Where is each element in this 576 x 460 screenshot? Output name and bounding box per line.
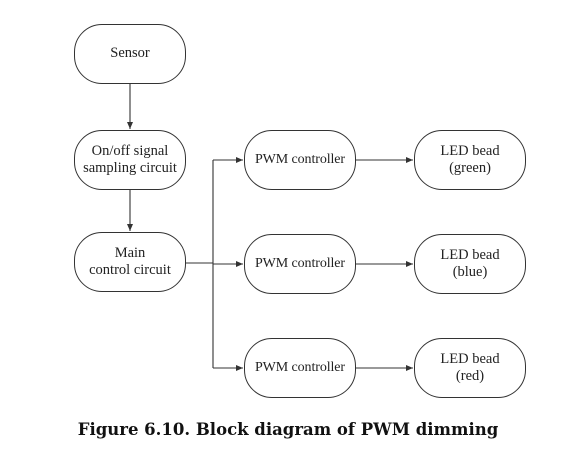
pwm-controller-label-3: PWM controller (255, 359, 345, 375)
figure-caption: Figure 6.10. Block diagram of PWM dimmin… (77, 420, 499, 439)
pwm-controller-node-1: PWM controller (244, 130, 356, 190)
onoff-label-line-1: On/off signal (91, 142, 169, 159)
main-control-node: Main control circuit (74, 232, 186, 292)
onoff-sampling-node: On/off signal sampling circuit (74, 130, 186, 190)
led-bead-green-node: LED bead (green) (414, 130, 526, 190)
led-red-label-line-1: LED bead (440, 350, 500, 367)
pwm-controller-node-3: PWM controller (244, 338, 356, 398)
sensor-node: Sensor (74, 24, 186, 84)
main-label-line-1: Main (114, 244, 146, 261)
led-green-label-line-1: LED bead (440, 142, 500, 159)
led-green-label-line-2: (green) (449, 160, 491, 176)
onoff-label-line-2: sampling circuit (83, 160, 177, 176)
led-bead-blue-node: LED bead (blue) (414, 234, 526, 294)
led-blue-label-line-2: (blue) (452, 264, 488, 280)
pwm-controller-label-1: PWM controller (255, 151, 345, 167)
sensor-label: Sensor (110, 45, 150, 62)
led-blue-label-line-1: LED bead (440, 246, 500, 263)
led-red-label-line-2: (red) (455, 368, 485, 384)
main-label-line-2: control circuit (89, 262, 171, 278)
pwm-controller-label-2: PWM controller (255, 255, 345, 271)
pwm-controller-node-2: PWM controller (244, 234, 356, 294)
led-bead-red-node: LED bead (red) (414, 338, 526, 398)
